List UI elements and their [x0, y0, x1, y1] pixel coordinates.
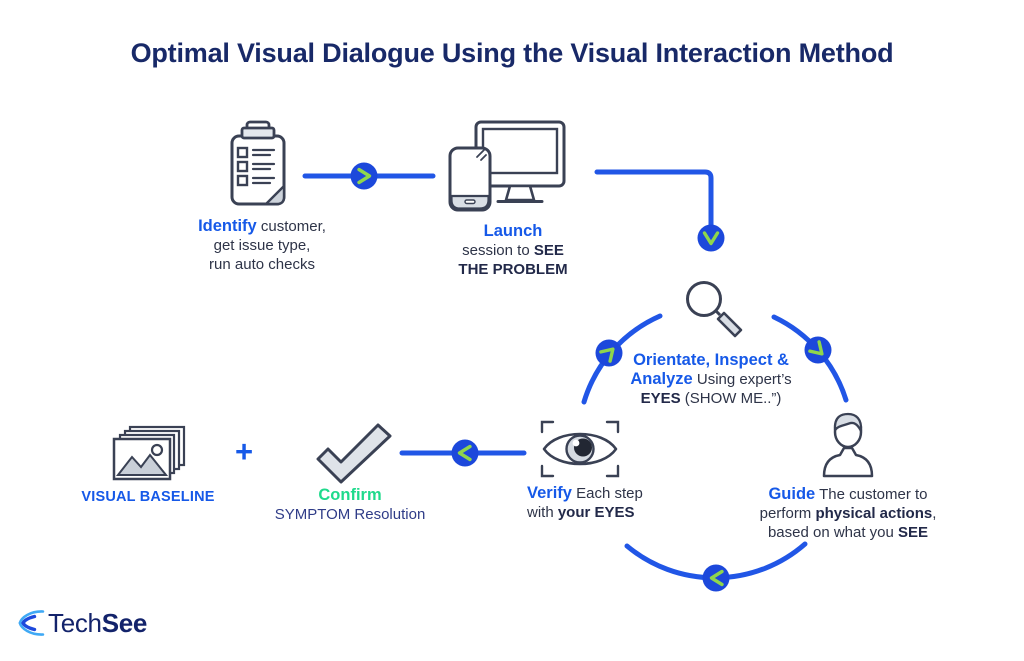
step-orientate-line3: EYES (SHOW ME..”) [640, 390, 782, 407]
eye-icon [540, 420, 620, 478]
photo-stack-icon [112, 425, 186, 481]
arrow-badge-up-right [595, 339, 623, 367]
techsee-logo-icon [18, 610, 45, 636]
step-verify-line1: Verify Each step [527, 484, 643, 502]
step-identify-line1: Identify customer, [198, 217, 326, 235]
logo-text-tech: Tech [48, 608, 102, 638]
step-launch-label: Launch [483, 222, 543, 240]
step-launch-line2: session to SEE [462, 242, 564, 259]
arrow-badge-right [350, 162, 378, 190]
step-guide-line2: perform physical actions, [759, 505, 937, 522]
chevron-down-right-icon [808, 340, 824, 356]
step-guide-line1: Guide The customer to [768, 485, 928, 503]
visual-baseline-text: VISUAL BASELINE [81, 489, 215, 505]
logo-text: TechSee [48, 608, 147, 639]
step-guide-text: Guide The customer to perform physical a… [755, 485, 941, 542]
step-orientate-line2: Analyze Using expert’s [630, 370, 792, 388]
step-identify-label: Identify [198, 217, 257, 235]
arrow-badge-left-verify [451, 439, 479, 467]
techsee-logo: TechSee [18, 608, 147, 639]
magnifier-icon [686, 281, 743, 338]
arrow-badge-down-right [804, 336, 832, 364]
step-launch-line3: THE PROBLEM [458, 261, 568, 278]
step-verify-line2: with your EYES [527, 504, 635, 521]
step-confirm-line1: Confirm [264, 486, 436, 505]
checkmark-icon [316, 423, 392, 484]
page-title: Optimal Visual Dialogue Using the Visual… [130, 38, 894, 68]
chevron-left-verify-icon [457, 444, 472, 462]
step-identify-line3: run auto checks [209, 256, 315, 273]
plus-sign: + [234, 434, 254, 469]
connector-launch-loop [594, 169, 714, 228]
person-icon [822, 412, 874, 478]
devices-icon [448, 120, 566, 212]
step-orientate-text: Orientate, Inspect & Analyze Using exper… [605, 351, 817, 408]
arrow-badge-left-bottom [702, 564, 730, 592]
chevron-left-bottom-icon [709, 569, 724, 587]
arrow-badge-down [697, 224, 725, 252]
step-guide-label: Guide [768, 485, 816, 503]
step-verify-label: Verify [527, 484, 572, 502]
step-confirm-text: Confirm SYMPTOM Resolution [264, 486, 436, 524]
step-identify-text: Identify customer, get issue type, run a… [177, 217, 347, 274]
logo-text-see: See [101, 608, 148, 638]
clipboard-icon [230, 120, 286, 206]
step-identify-line2: get issue type, [213, 237, 311, 254]
chevron-down-icon [702, 231, 720, 246]
step-launch-line1: Launch [433, 222, 593, 241]
step-guide-line3: based on what you SEE [767, 524, 929, 541]
chevron-up-right-icon [599, 347, 615, 363]
step-confirm-line2: SYMPTOM Resolution [274, 506, 426, 523]
step-verify-text: Verify Each step with your EYES [527, 484, 667, 522]
step-launch-text: Launch session to SEE THE PROBLEM [433, 222, 593, 279]
step-confirm-label: Confirm [318, 486, 382, 504]
chevron-right-icon [357, 167, 372, 185]
step-orientate-line1: Orientate, Inspect & [633, 351, 789, 369]
